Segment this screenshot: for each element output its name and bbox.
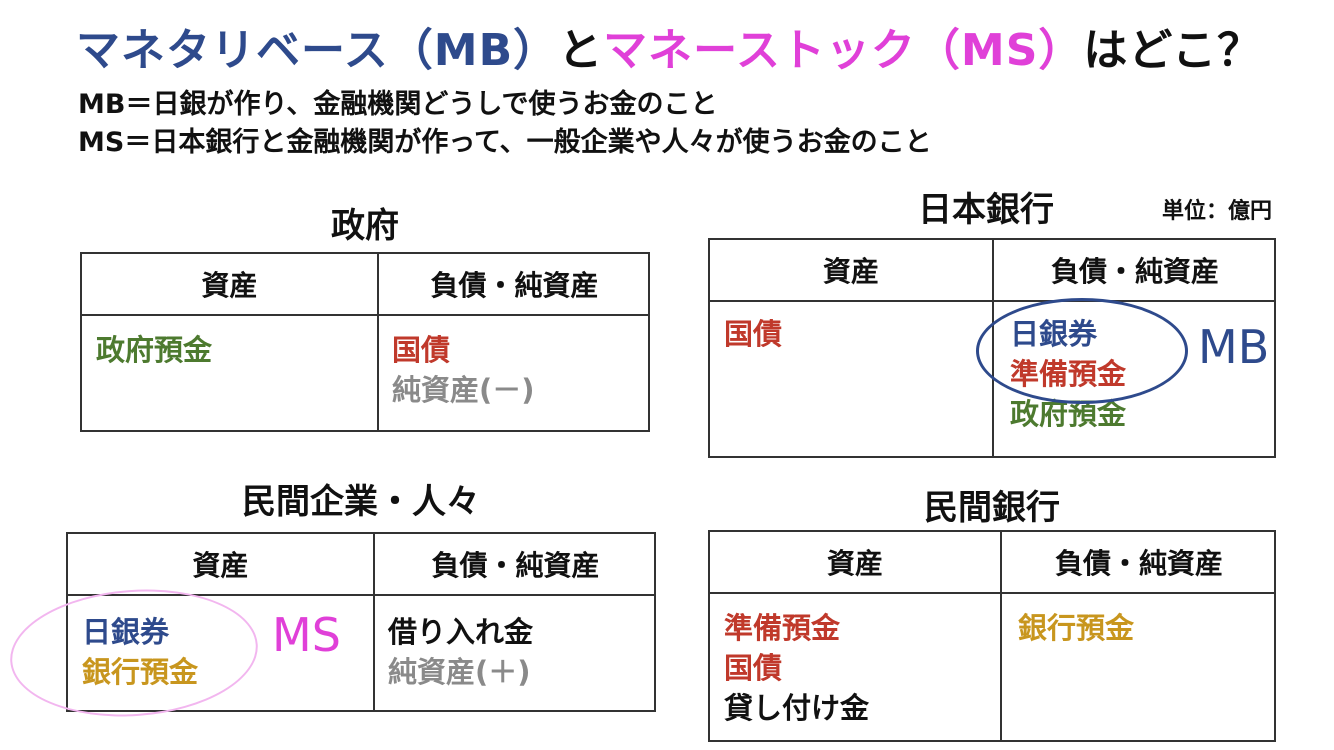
subtitle-mb-definition: MB＝日銀が作り、金融機関どうしで使うお金のこと — [78, 89, 718, 120]
header-liabilities: 負債・純資産 — [1050, 255, 1219, 288]
private-sector-balance-sheet: 資産 負債・純資産 日銀券銀行預金 借り入れ金純資産(＋) — [66, 532, 656, 712]
balance-item: 準備預金 — [724, 611, 841, 645]
table-header-row — [710, 532, 1274, 594]
header-liabilities: 負債・純資産 — [1054, 547, 1223, 580]
header-assets: 資産 — [192, 549, 249, 582]
header-liabilities: 負債・純資産 — [430, 269, 599, 302]
assets-list: 国債 — [724, 314, 782, 354]
government-balance-sheet: 資産 負債・純資産 政府預金 国債純資産(－) — [80, 252, 650, 432]
title-connector: と — [558, 25, 604, 76]
balance-item: 借り入れ金 — [388, 615, 534, 649]
liabilities-list: 借り入れ金純資産(＋) — [388, 612, 533, 692]
column-divider — [1000, 532, 1002, 740]
unit-label: 単位：億円 — [1162, 199, 1273, 224]
title-question: はどこ？ — [1083, 25, 1263, 76]
balance-item: 貸し付け金 — [724, 691, 870, 725]
header-assets: 資産 — [201, 269, 258, 302]
table-header-row — [68, 534, 654, 596]
balance-item: 国債 — [724, 651, 783, 685]
mb-highlight-ellipse — [976, 298, 1188, 404]
balance-item: 純資産(－) — [392, 373, 535, 407]
liabilities-list: 銀行預金 — [1018, 608, 1134, 648]
table-header-row — [82, 254, 648, 316]
balance-item: 銀行預金 — [1018, 611, 1135, 645]
balance-item: 国債 — [724, 317, 783, 351]
heading-government: 政府 — [331, 206, 399, 246]
header-assets: 資産 — [826, 547, 883, 580]
header-assets: 資産 — [822, 255, 879, 288]
title-monetary-base: マネタリベース（MB） — [76, 25, 559, 76]
subtitle-ms-definition: MS＝日本銀行と金融機関が作って、一般企業や人々が使うお金のこと — [78, 127, 932, 158]
balance-item: 政府預金 — [96, 333, 213, 367]
liabilities-list: 国債純資産(－) — [392, 330, 535, 410]
header-liabilities: 負債・純資産 — [431, 549, 600, 582]
balance-item: 日銀券 — [82, 615, 170, 649]
assets-list: 政府預金 — [96, 330, 212, 370]
balance-item: 銀行預金 — [82, 655, 199, 689]
heading-private-banks: 民間銀行 — [924, 488, 1060, 528]
heading-boj: 日本銀行 — [918, 190, 1054, 230]
heading-private-sector: 民間企業・人々 — [242, 482, 480, 522]
column-divider — [373, 534, 375, 710]
column-divider — [377, 254, 379, 430]
private-banks-balance-sheet: 資産 負債・純資産 準備預金国債貸し付け金 銀行預金 — [708, 530, 1276, 742]
page-title: マネタリベース（MB）とマネーストック（MS）はどこ？ — [76, 14, 1262, 78]
assets-list: 日銀券銀行預金 — [82, 612, 198, 692]
mb-annotation: MB — [1198, 320, 1270, 374]
title-money-stock: マネーストック（MS） — [603, 25, 1084, 76]
assets-list: 準備預金国債貸し付け金 — [724, 608, 869, 728]
balance-item: 純資産(＋) — [388, 655, 531, 689]
balance-item: 国債 — [392, 333, 451, 367]
ms-annotation: MS — [272, 608, 341, 662]
